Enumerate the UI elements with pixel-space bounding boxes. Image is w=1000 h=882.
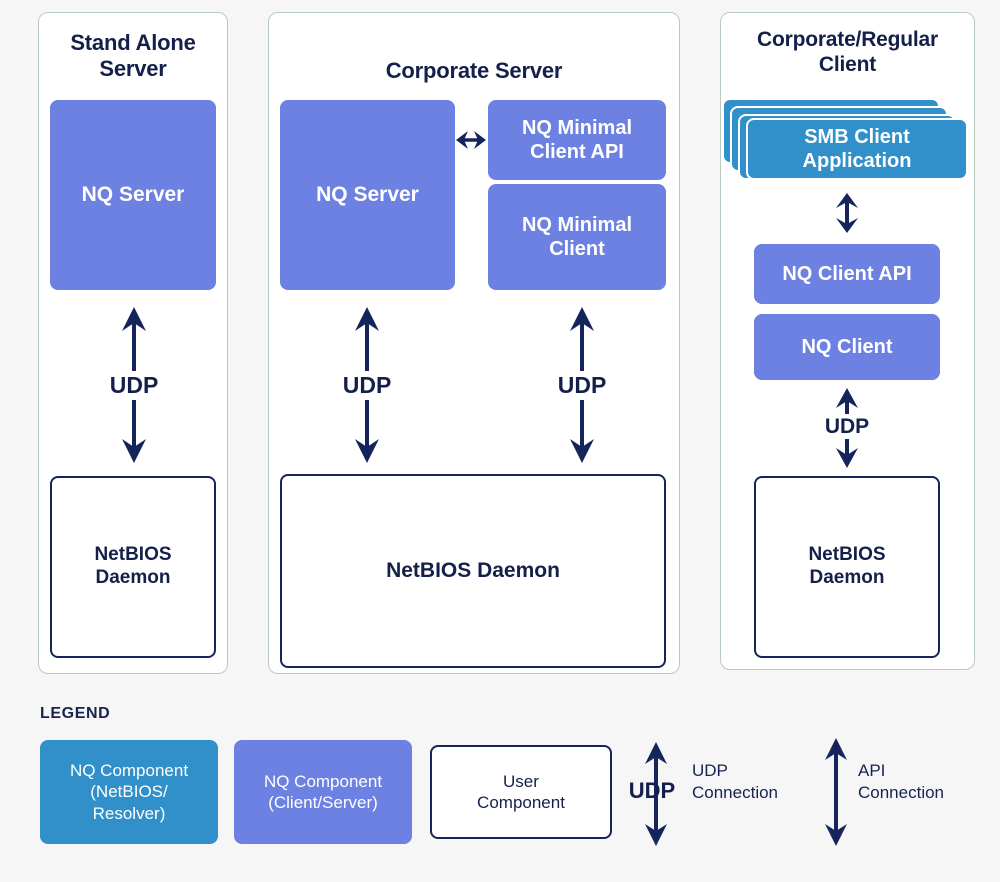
box-nq-minimal-client[interactable]: NQ Minimal Client (488, 184, 666, 290)
legend-api-connection-text: API Connection (858, 760, 988, 804)
box-label: NQ Server (316, 183, 419, 207)
box-label-line-2: Application (802, 150, 912, 172)
box-netbios-daemon-standalone[interactable]: NetBIOS Daemon (50, 476, 216, 658)
box-label-line-1: SMB Client (804, 126, 910, 148)
udp-label-standalone: UDP (99, 371, 169, 400)
box-label-line-1: NetBIOS (94, 544, 172, 566)
box-label: NetBIOS Daemon (386, 559, 560, 583)
legend-udp-connection-icon (640, 740, 672, 853)
legend-label-line-1: UDP (692, 761, 728, 780)
box-label: NQ Client API (782, 263, 912, 285)
box-nq-server-standalone[interactable]: NQ Server (50, 100, 216, 290)
panel-title-corporate-server: Corporate Server (385, 58, 563, 83)
legend-udp-arrow-label: UDP (628, 778, 676, 803)
box-netbios-daemon-corporate[interactable]: NetBIOS Daemon (280, 474, 666, 668)
panel-title-line-2: Client (818, 52, 877, 76)
box-label-line-1: NQ Minimal (521, 117, 632, 139)
legend-label-line-2: (NetBIOS/ (90, 782, 168, 802)
legend-api-connection-icon (820, 736, 852, 853)
api-connection-arrow-client (831, 192, 863, 234)
box-nq-client-api[interactable]: NQ Client API (754, 244, 940, 304)
box-label: NQ Server (81, 183, 185, 207)
legend-label-line-1: NQ Component (263, 771, 383, 791)
udp-label-client: UDP (812, 414, 882, 439)
box-label: NQ Client (801, 336, 893, 358)
legend-label-line-1: User (503, 771, 539, 791)
box-smb-client-application[interactable]: SMB Client Application (746, 118, 968, 180)
box-label-line-2: Daemon (809, 567, 885, 588)
legend-label-line-1: NQ Component (69, 761, 189, 781)
udp-label-corporate-right: UDP (547, 371, 617, 400)
box-nq-client[interactable]: NQ Client (754, 314, 940, 380)
legend-label-line-2: Component (477, 793, 565, 812)
udp-label-corporate-left: UDP (332, 371, 402, 400)
box-label-line-2: Client (549, 238, 605, 260)
box-label-line-2: Client API (530, 141, 624, 163)
panel-title-line-1: Corporate/Regular (757, 28, 938, 51)
legend-label-line-2: (Client/Server) (268, 793, 378, 812)
legend-swatch-nq-component-netbios-resolver: NQ Component (NetBIOS/ Resolver) (40, 740, 218, 844)
box-label-line-1: NetBIOS (808, 544, 886, 566)
box-netbios-daemon-client[interactable]: NetBIOS Daemon (754, 476, 940, 658)
legend-swatch-user-component: User Component (430, 745, 612, 839)
legend-label-line-3: Resolver) (92, 803, 166, 823)
box-nq-server-corporate[interactable]: NQ Server (280, 100, 455, 290)
panel-title-line-2: Server (99, 55, 167, 81)
legend-udp-connection-text: UDP Connection (692, 760, 822, 804)
panel-title-corporate-regular-client: Corporate/Regular Client (720, 28, 975, 78)
box-nq-minimal-client-api[interactable]: NQ Minimal Client API (488, 100, 666, 180)
panel-title-line-1: Stand Alone (70, 30, 196, 55)
box-label-line-1: NQ Minimal (521, 214, 632, 236)
legend-label-line-2: Connection (858, 783, 945, 803)
legend-label-line-1: API (858, 761, 886, 780)
api-connection-arrow-horizontal (455, 126, 487, 154)
panel-title-stand-alone-server: Stand Alone Server (38, 30, 228, 82)
legend-label-line-2: Connection (692, 783, 779, 803)
legend-swatch-nq-component-client-server: NQ Component (Client/Server) (234, 740, 412, 844)
box-smb-client-application-stack[interactable]: SMB Client Application (722, 98, 972, 180)
box-label-line-2: Daemon (95, 567, 171, 588)
legend-title: LEGEND (40, 705, 111, 722)
